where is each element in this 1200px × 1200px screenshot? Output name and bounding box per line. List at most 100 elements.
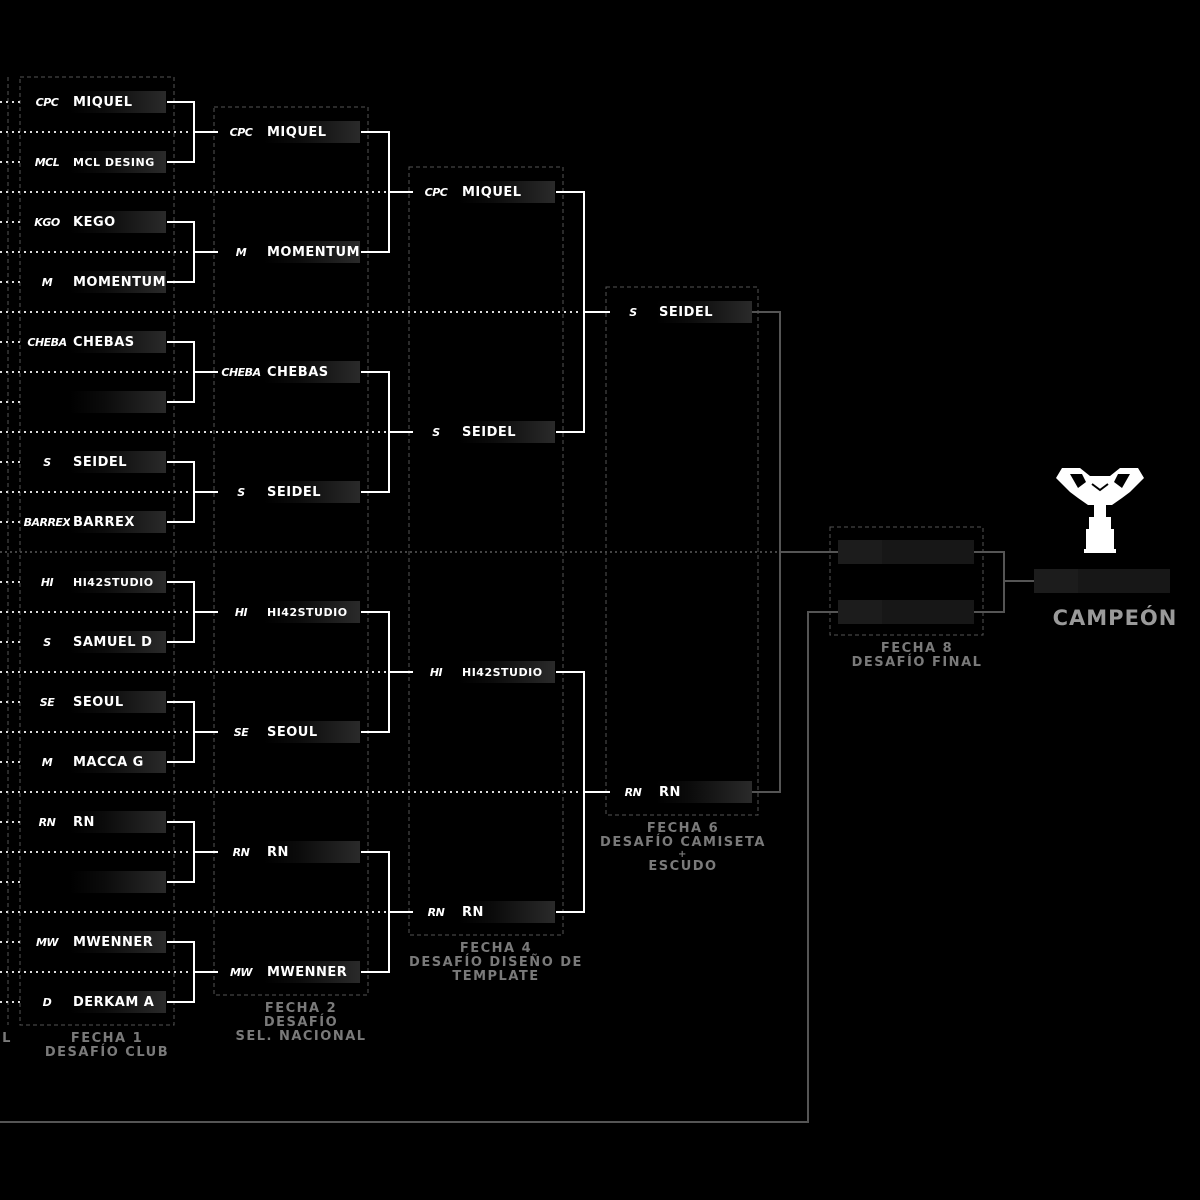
team-logo-icon: HI <box>234 605 248 619</box>
lower-return-line <box>0 611 838 1123</box>
team-logo-icon: RN <box>232 845 250 859</box>
team-logo-icon: SE <box>233 725 249 739</box>
team-logo-icon: D <box>42 995 52 1009</box>
team-logo-icon: KGO <box>34 215 60 229</box>
round1-team-slot: RN RN <box>24 811 166 833</box>
team-name: MCL DESING <box>70 151 166 173</box>
round2-team-slot: SE SEOUL <box>218 721 360 743</box>
team-logo-icon: S <box>237 485 245 499</box>
final-label: FECHA 8 DESAFÍO FINAL <box>851 641 983 670</box>
team-name: SEIDEL <box>264 481 360 503</box>
round2-frame <box>213 106 369 996</box>
round1-team-slot: KGO KEGO <box>24 211 166 233</box>
team-logo-icon: M <box>41 275 53 289</box>
team-name: MIQUEL <box>459 181 555 203</box>
team-name: SEOUL <box>264 721 360 743</box>
team-logo-icon: MCL <box>34 155 60 169</box>
team-name <box>70 871 166 893</box>
team-name: BARREX <box>70 511 166 533</box>
final-frame <box>829 526 984 636</box>
team-name: HI42STUDIO <box>459 661 555 683</box>
team-name: MACCA G <box>70 751 166 773</box>
round1-team-slot <box>24 391 166 413</box>
team-logo-icon: CHEBA <box>221 365 261 379</box>
final-connector <box>974 551 1005 613</box>
team-logo-icon: CPC <box>35 95 59 109</box>
team-logo-icon <box>24 871 70 893</box>
round1-label: FECHA 1 DESAFÍO CLUB <box>44 1031 170 1060</box>
team-logo-icon: SE <box>39 695 55 709</box>
team-name: SEOUL <box>70 691 166 713</box>
team-name: CHEBAS <box>70 331 166 353</box>
team-name: KEGO <box>70 211 166 233</box>
final-slot-top <box>838 540 974 564</box>
round3-team-slot: CPC MIQUEL <box>413 181 555 203</box>
round1-team-slot: M MOMENTUM <box>24 271 166 293</box>
team-logo-icon: MW <box>229 965 253 979</box>
team-logo-icon: BARREX <box>23 515 71 529</box>
team-logo-icon: CPC <box>424 185 448 199</box>
round1-team-slot <box>24 871 166 893</box>
team-logo-icon: RN <box>624 785 642 799</box>
final-slot-bottom <box>838 600 974 624</box>
round2-team-slot: S SEIDEL <box>218 481 360 503</box>
round1-team-slot: HI HI42STUDIO <box>24 571 166 593</box>
team-name: HI42STUDIO <box>70 571 166 593</box>
round3-frame <box>408 166 564 936</box>
team-logo-icon: HI <box>40 575 54 589</box>
round1-team-slot: MW MWENNER <box>24 931 166 953</box>
team-name: HI42STUDIO <box>264 601 360 623</box>
team-name: MIQUEL <box>264 121 360 143</box>
team-logo-icon: S <box>432 425 440 439</box>
trophy-icon <box>1056 468 1144 553</box>
team-name: MOMENTUM <box>264 241 360 263</box>
round2-team-slot: RN RN <box>218 841 360 863</box>
round1-team-slot: SE SEOUL <box>24 691 166 713</box>
team-name: SAMUEL D <box>70 631 166 653</box>
team-name <box>70 391 166 413</box>
round1-team-slot: S SAMUEL D <box>24 631 166 653</box>
round2-team-slot: HI HI42STUDIO <box>218 601 360 623</box>
champion-label: CAMPEÓN <box>1052 606 1178 630</box>
team-name: RN <box>656 781 752 803</box>
team-logo-icon: M <box>235 245 247 259</box>
team-name: MWENNER <box>264 961 360 983</box>
round2-label: FECHA 2 DESAFÍO SEL. NACIONAL <box>235 1001 367 1044</box>
team-name: RN <box>264 841 360 863</box>
team-logo-icon: CHEBA <box>27 335 67 349</box>
team-name: SEIDEL <box>70 451 166 473</box>
team-name: RN <box>70 811 166 833</box>
round4-team-slot: RN RN <box>610 781 752 803</box>
team-name: MIQUEL <box>70 91 166 113</box>
team-logo-icon: M <box>41 755 53 769</box>
left-edge-label: L <box>2 1031 12 1046</box>
team-logo-icon: MW <box>35 935 59 949</box>
round4-label: FECHA 6 DESAFÍO CAMISETA + ESCUDO <box>600 821 766 874</box>
team-logo-icon: S <box>43 455 51 469</box>
team-name: MWENNER <box>70 931 166 953</box>
round2-team-slot: M MOMENTUM <box>218 241 360 263</box>
team-logo-icon: S <box>43 635 51 649</box>
team-name: CHEBAS <box>264 361 360 383</box>
team-name: SEIDEL <box>459 421 555 443</box>
team-logo-icon: HI <box>429 665 443 679</box>
round2-team-slot: MW MWENNER <box>218 961 360 983</box>
round3-team-slot: S SEIDEL <box>413 421 555 443</box>
round3-label: FECHA 4 DESAFÍO DISEÑO DE TEMPLATE <box>409 941 583 984</box>
round1-team-slot: D DERKAM A <box>24 991 166 1013</box>
champion-slot <box>1034 569 1170 593</box>
team-name: DERKAM A <box>70 991 166 1013</box>
team-logo-icon: RN <box>38 815 56 829</box>
team-logo-icon <box>24 391 70 413</box>
round1-team-slot: M MACCA G <box>24 751 166 773</box>
team-logo-icon: RN <box>427 905 445 919</box>
team-name: MOMENTUM <box>70 271 166 293</box>
round3-team-slot: HI HI42STUDIO <box>413 661 555 683</box>
